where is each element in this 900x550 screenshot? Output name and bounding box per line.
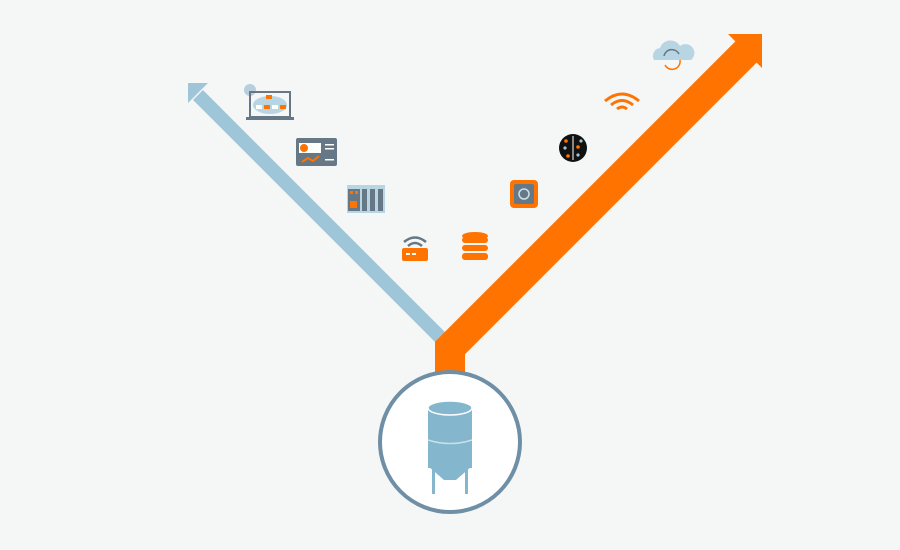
laptop-workflow-gear-icon: [244, 84, 294, 120]
ai-brain-icon: [559, 134, 587, 162]
cloud-sync-icon: [652, 40, 695, 71]
sync-chip-icon: [510, 180, 538, 208]
blue-arrow: [188, 83, 450, 347]
dashboard-analytics-icon: [296, 138, 337, 166]
database-icon: [462, 232, 488, 260]
wifi-signal-icon: [604, 92, 640, 111]
wireless-router-icon: [402, 236, 428, 261]
control-panel-icon: [347, 185, 385, 213]
storage-tank-silo-icon: [427, 400, 473, 494]
orange-arrow: [435, 34, 762, 380]
storage-tank-circle: [378, 370, 522, 514]
